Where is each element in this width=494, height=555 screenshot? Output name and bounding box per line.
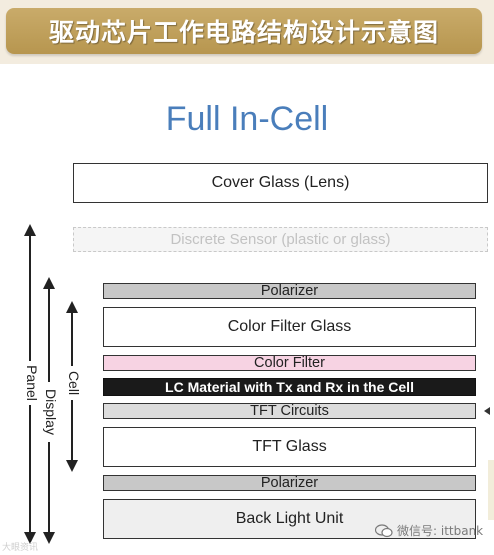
edge-strip [488,460,494,520]
color-filter-layer: Color Filter [103,355,476,371]
polarizer-bottom-layer: Polarizer [103,475,476,491]
back-light-unit-layer: Back Light Unit [103,499,476,539]
lc-material-layer: LC Material with Tx and Rx in the Cell [103,378,476,396]
watermark-left: 大眼资讯 [2,543,39,553]
polarizer-top-layer: Polarizer [103,283,476,299]
banner-title: 驱动芯片工作电路结构设计示意图 [6,8,482,54]
diagram-title: Full In-Cell [165,100,329,138]
header-banner: 驱动芯片工作电路结构设计示意图 [0,0,494,64]
tft-circuits-layer: TFT Circuits [103,403,476,419]
edge-arrow-icon [484,407,490,415]
cover-glass-layer: Cover Glass (Lens) [73,163,488,203]
panel-label: Panel [24,361,40,405]
discrete-sensor-layer: Discrete Sensor (plastic or glass) [73,227,488,252]
tft-glass-layer: TFT Glass [103,427,476,467]
wechat-icon [375,523,393,537]
display-label: Display [43,382,59,442]
color-filter-glass-layer: Color Filter Glass [103,307,476,347]
watermark-right: 微信号: ittbank [375,522,483,539]
cell-label: Cell [66,366,82,400]
watermark-right-text: 微信号: ittbank [397,524,484,538]
